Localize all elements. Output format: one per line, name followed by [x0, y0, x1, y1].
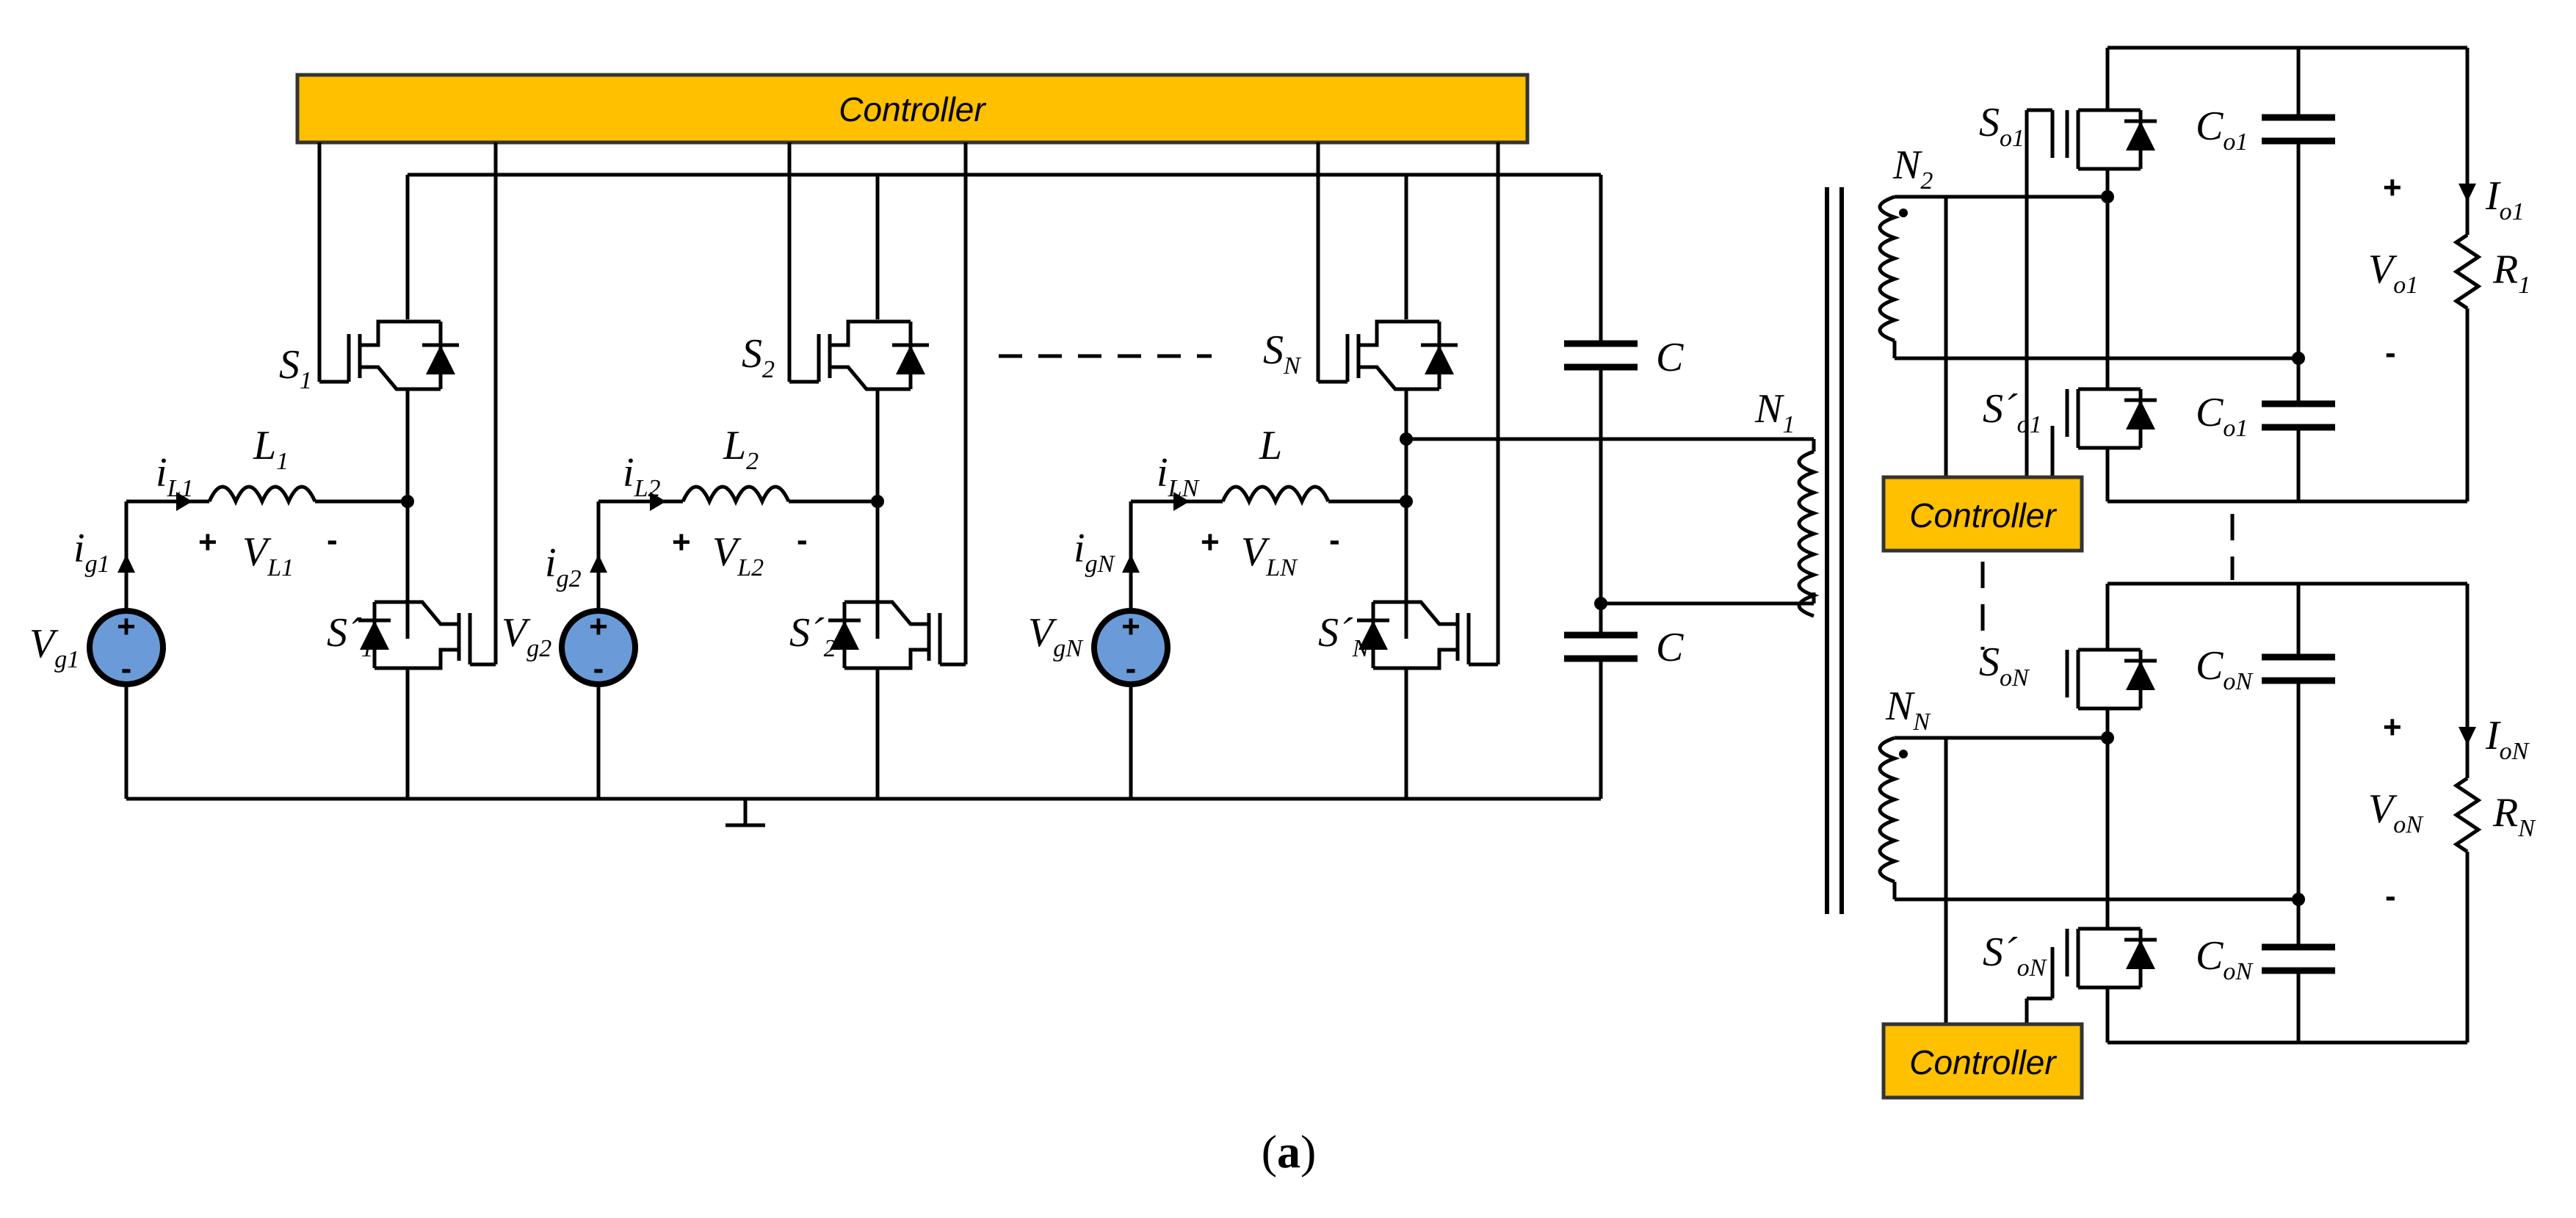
inductor-ln-label: L: [1259, 423, 1282, 468]
ground-rail: [126, 797, 1601, 827]
controller-module-1: Controller: [1881, 108, 2084, 553]
inductor-l1-label: L1: [253, 423, 289, 475]
switch-s2p-label: S´2: [789, 610, 836, 662]
cap-co1-bottom-label: Co1: [2196, 390, 2248, 442]
source-2-plus: +: [589, 609, 608, 645]
source-n-plus: +: [1121, 609, 1140, 645]
current-ion-label: IoN: [2485, 713, 2530, 765]
main-controller-label: Controller: [839, 90, 986, 128]
transformer-primary-label: N1: [1754, 386, 1795, 438]
resistor-rn-label: RN: [2492, 790, 2536, 842]
leg-2: + - S2 S´2 L2 iL2 ig2 + VL2 - Vg2: [502, 142, 968, 799]
inductor-l2-label: L2: [723, 423, 759, 475]
source-vgn-label: VgN: [1028, 610, 1084, 662]
voltage-von-label: VoN: [2368, 786, 2424, 838]
switch-snp-label: S´N: [1318, 610, 1371, 662]
resistor-r1-label: R1: [2492, 247, 2530, 299]
controller-module-1-label: Controller: [1909, 496, 2057, 534]
current-ig1-label: ig1: [73, 526, 110, 578]
switch-s1-label: S1: [279, 342, 312, 394]
vl1-plus: +: [198, 524, 217, 560]
switch-so1-label: So1: [1979, 100, 2025, 152]
voltage-vo1-label: Vo1: [2368, 247, 2418, 299]
transformer-secondary-n-label: NN: [1885, 684, 1931, 736]
voltage-vl1-label: VL1: [242, 529, 294, 581]
switch-sn-label: SN: [1263, 327, 1302, 380]
source-n-minus: -: [1126, 650, 1137, 686]
transformer-secondary-1-label: N2: [1892, 142, 1933, 195]
voltage-vln-label: VLN: [1241, 529, 1298, 581]
cap-con-top-label: CoN: [2196, 643, 2254, 695]
output-module-n: SoN S´oN CoN CoN IoN + VoN - RN: [1979, 581, 2536, 1045]
leg-n: + - SN S´N L iLN igN + VLN - VgN: [1028, 142, 1500, 799]
von-plus: +: [2383, 709, 2402, 745]
voltage-vl2-label: VL2: [712, 529, 764, 581]
current-ig2-label: ig2: [545, 540, 582, 592]
dc-cap-top-label: C: [1656, 335, 1684, 380]
output-module-1: So1 S´o1 Co1 Co1 Io1 + Vo1 - R1: [1979, 46, 2530, 504]
controller-module-n: Controller: [1881, 738, 2084, 1100]
switch-s1p-label: S´1: [327, 610, 374, 662]
source-vg1-label: Vg1: [29, 621, 79, 673]
vl2-plus: +: [672, 524, 691, 560]
switch-so1p-label: S´o1: [1983, 386, 2042, 438]
main-controller: Controller: [295, 73, 1530, 145]
vl1-minus: -: [327, 522, 338, 558]
source-1-plus: +: [117, 609, 136, 645]
cap-con-bottom-label: CoN: [2196, 933, 2254, 985]
source-vg2-label: Vg2: [502, 610, 551, 662]
vln-minus: -: [1329, 522, 1340, 558]
switch-son-label: SoN: [1979, 639, 2030, 692]
controller-module-n-label: Controller: [1909, 1043, 2057, 1081]
current-iln-label: iLN: [1157, 450, 1200, 502]
current-io1-label: Io1: [2485, 173, 2525, 225]
vl2-minus: -: [797, 522, 808, 558]
current-il2-label: iL2: [623, 450, 660, 502]
switch-s2-label: S2: [742, 331, 775, 383]
vo1-plus: +: [2383, 170, 2402, 206]
transformer: N1 N2 NN: [1406, 142, 2298, 914]
current-il1-label: iL1: [156, 450, 193, 502]
dc-link: C C: [1564, 175, 1684, 799]
cap-co1-top-label: Co1: [2196, 104, 2248, 156]
dc-cap-bottom-label: C: [1656, 625, 1684, 670]
source-1-minus: -: [121, 650, 132, 686]
von-minus: -: [2385, 878, 2396, 914]
figure-caption: (a): [1262, 1125, 1317, 1178]
switch-sonp-label: S´oN: [1983, 929, 2048, 982]
vo1-minus: -: [2385, 335, 2396, 371]
source-2-minus: -: [593, 650, 604, 686]
leg-1: + - S1 S´1 L1 iL1 ig1 + VL1 - Vg1: [29, 142, 498, 799]
current-ign-label: igN: [1074, 526, 1116, 578]
vln-plus: +: [1201, 524, 1220, 560]
